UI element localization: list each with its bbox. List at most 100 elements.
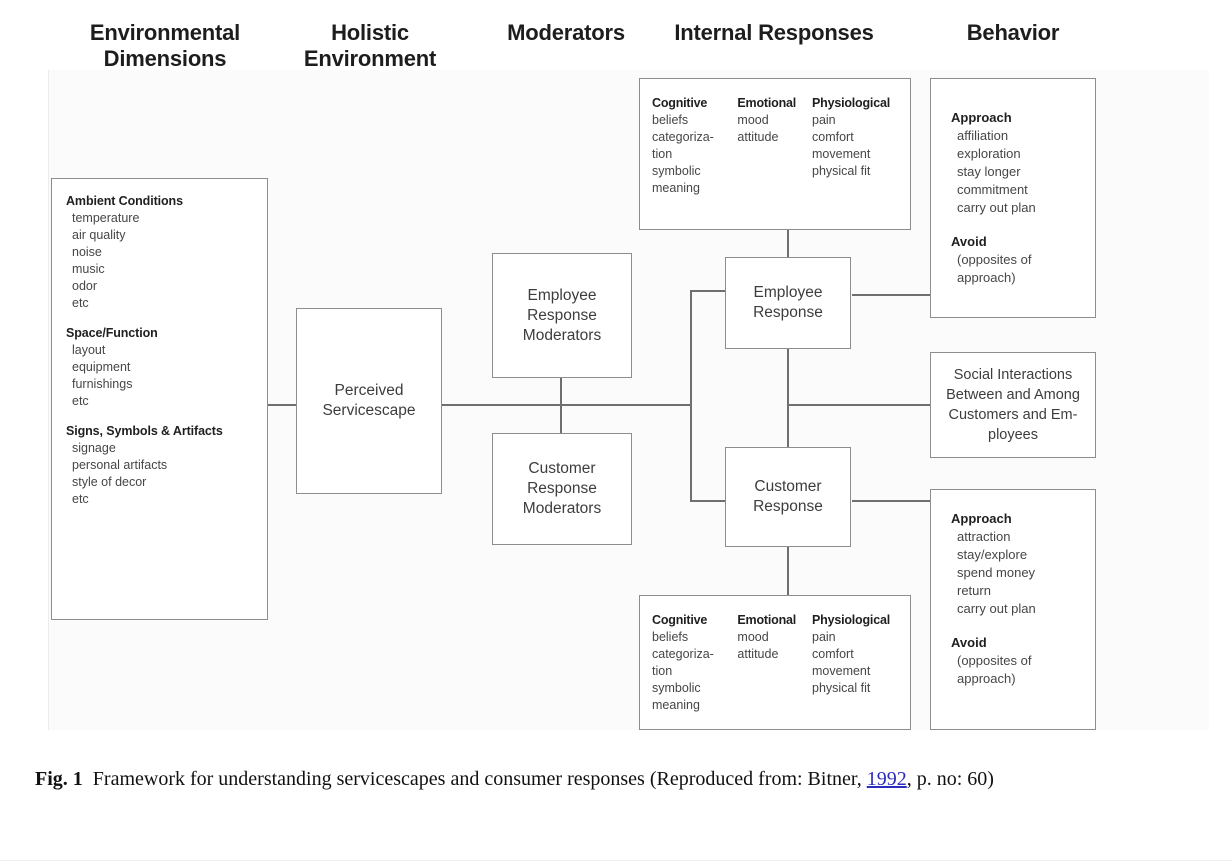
column-item: categoriza-	[652, 647, 714, 661]
node-customer-response-moderators[interactable]: Customer Response Moderators	[492, 433, 632, 545]
column-item: movement	[812, 147, 871, 161]
edge-to-social-interactions	[787, 404, 932, 406]
behavior-item: carry out plan	[957, 200, 1036, 215]
group-item: etc	[72, 492, 89, 506]
node-social-interactions[interactable]: Social Interactions Between and Among Cu…	[930, 352, 1096, 458]
column-header-holistic-environment: Holistic Environment	[272, 20, 468, 72]
column-item: tion	[652, 147, 673, 161]
group-heading: Signs, Symbols & Artifacts	[66, 424, 223, 438]
column-physiological: Physiological pain comfort movement phys…	[812, 612, 902, 714]
column-physiological: Physiological pain comfort movement phys…	[812, 95, 902, 197]
node-label-line-3: Moderators	[522, 500, 602, 517]
behavior-item: spend money	[957, 565, 1036, 580]
column-item: movement	[812, 664, 871, 678]
group-item: style of decor	[72, 475, 147, 489]
edge-customer-response-to-internal	[787, 546, 789, 596]
group-signs-symbols-artifacts: Signs, Symbols & Artifacts signage perso…	[66, 423, 267, 508]
node-label-line-1: Employee	[527, 286, 597, 304]
node-customer-internal-responses[interactable]: Cognitive beliefs categoriza- tion symbo…	[639, 595, 911, 730]
node-environmental-dimensions[interactable]: Ambient Conditions temperature air quali…	[51, 178, 268, 620]
figure-label: Fig. 1	[35, 768, 83, 790]
column-heading: Physiological	[812, 613, 890, 627]
node-perceived-servicescape[interactable]: Perceived Servicescape	[296, 308, 442, 494]
group-heading: Space/Function	[66, 326, 158, 340]
column-emotional: Emotional mood attitude	[737, 95, 804, 197]
group-heading: Ambient Conditions	[66, 194, 183, 208]
column-item: attitude	[737, 647, 779, 661]
node-label: Employee Response Moderators	[523, 286, 601, 346]
node-customer-response[interactable]: Customer Response	[725, 447, 851, 547]
column-header-line-2: Dimensions	[103, 46, 227, 71]
node-employee-behavior[interactable]: Approach affiliation exploration stay lo…	[930, 78, 1096, 318]
column-heading: Emotional	[737, 613, 797, 627]
node-label: Customer Response Moderators	[523, 459, 601, 519]
node-label-line-2: Response	[527, 480, 597, 497]
behavior-item: commitment	[957, 182, 1028, 197]
column-emotional: Emotional mood attitude	[737, 612, 804, 714]
column-item: pain	[812, 113, 836, 127]
column-item: physical fit	[812, 681, 871, 695]
group-item: temperature	[72, 211, 140, 225]
node-employee-internal-responses[interactable]: Cognitive beliefs categoriza- tion symbo…	[639, 78, 911, 230]
behavior-item: attraction	[957, 529, 1011, 544]
node-label-line-2: Between and Among	[946, 387, 1080, 403]
group-item: etc	[72, 296, 89, 310]
column-item: mood	[737, 113, 769, 127]
figure-caption: Fig. 1 Framework for understanding servi…	[35, 765, 1175, 794]
internal-response-columns: Cognitive beliefs categoriza- tion symbo…	[640, 79, 910, 197]
column-header-moderators: Moderators	[478, 20, 654, 46]
edge-environment-to-servicescape	[268, 404, 298, 406]
edge-customer-response-to-behavior	[852, 500, 932, 502]
citation-year-link[interactable]: 1992	[866, 768, 907, 790]
caption-text-before-year: Framework for understanding servicescape…	[92, 768, 867, 790]
behavior-avoid-heading: Avoid	[951, 234, 987, 249]
group-item: etc	[72, 394, 89, 408]
edge-employee-internal-to-response	[787, 230, 789, 272]
group-space-function: Space/Function layout equipment furnishi…	[66, 325, 267, 410]
group-item: music	[72, 262, 105, 276]
column-header-line-1: Environmental	[89, 20, 241, 45]
node-label: Social Interactions Between and Among Cu…	[946, 365, 1080, 445]
node-label-line-1: Customer	[754, 478, 822, 495]
column-item: symbolic	[652, 164, 701, 178]
node-employee-response-moderators[interactable]: Employee Response Moderators	[492, 253, 632, 378]
behavior-approach-heading: Approach	[951, 110, 1012, 125]
node-employee-response[interactable]: Employee Response	[725, 257, 851, 349]
column-item: beliefs	[652, 113, 689, 127]
node-label: Employee Response	[753, 283, 823, 323]
group-item: layout	[72, 343, 106, 357]
column-item: meaning	[652, 181, 700, 195]
column-item: attitude	[737, 130, 779, 144]
figure-diagram: Environmental Dimensions Holistic Enviro…	[48, 20, 1096, 730]
node-label-line-1: Customer	[528, 460, 596, 477]
column-item: beliefs	[652, 630, 689, 644]
node-label-line-1: Employee	[753, 284, 823, 301]
column-header-line-1: Holistic	[331, 20, 409, 45]
group-item: air quality	[72, 228, 126, 242]
column-cognitive: Cognitive beliefs categoriza- tion symbo…	[652, 612, 729, 714]
group-item: personal artifacts	[72, 458, 168, 472]
group-ambient-conditions: Ambient Conditions temperature air quali…	[66, 193, 267, 312]
node-label-line-2: Response	[753, 304, 823, 321]
node-label: Perceived Servicescape	[322, 381, 415, 421]
edge-bracket-to-customer-response	[690, 500, 726, 502]
column-heading: Cognitive	[652, 96, 708, 110]
node-label-line-1: Perceived	[334, 382, 404, 399]
column-cognitive: Cognitive beliefs categoriza- tion symbo…	[652, 95, 729, 197]
node-label-line-4: ployees	[988, 427, 1038, 443]
column-heading: Emotional	[737, 96, 797, 110]
behavior-item: exploration	[957, 146, 1021, 161]
column-item: pain	[812, 630, 836, 644]
node-label-line-2: Response	[527, 306, 597, 324]
node-customer-behavior[interactable]: Approach attraction stay/explore spend m…	[930, 489, 1096, 730]
column-header-line-1: Moderators	[507, 20, 625, 45]
group-item: odor	[72, 279, 98, 293]
behavior-item: return	[957, 583, 991, 598]
behavior-item: approach)	[957, 671, 1016, 686]
column-item: tion	[652, 664, 673, 678]
edge-employee-response-to-customer-response	[787, 348, 789, 448]
column-heading: Cognitive	[652, 613, 708, 627]
column-item: comfort	[812, 647, 854, 661]
node-label-line-3: Customers and Em-	[948, 407, 1078, 423]
group-item: signage	[72, 441, 116, 455]
